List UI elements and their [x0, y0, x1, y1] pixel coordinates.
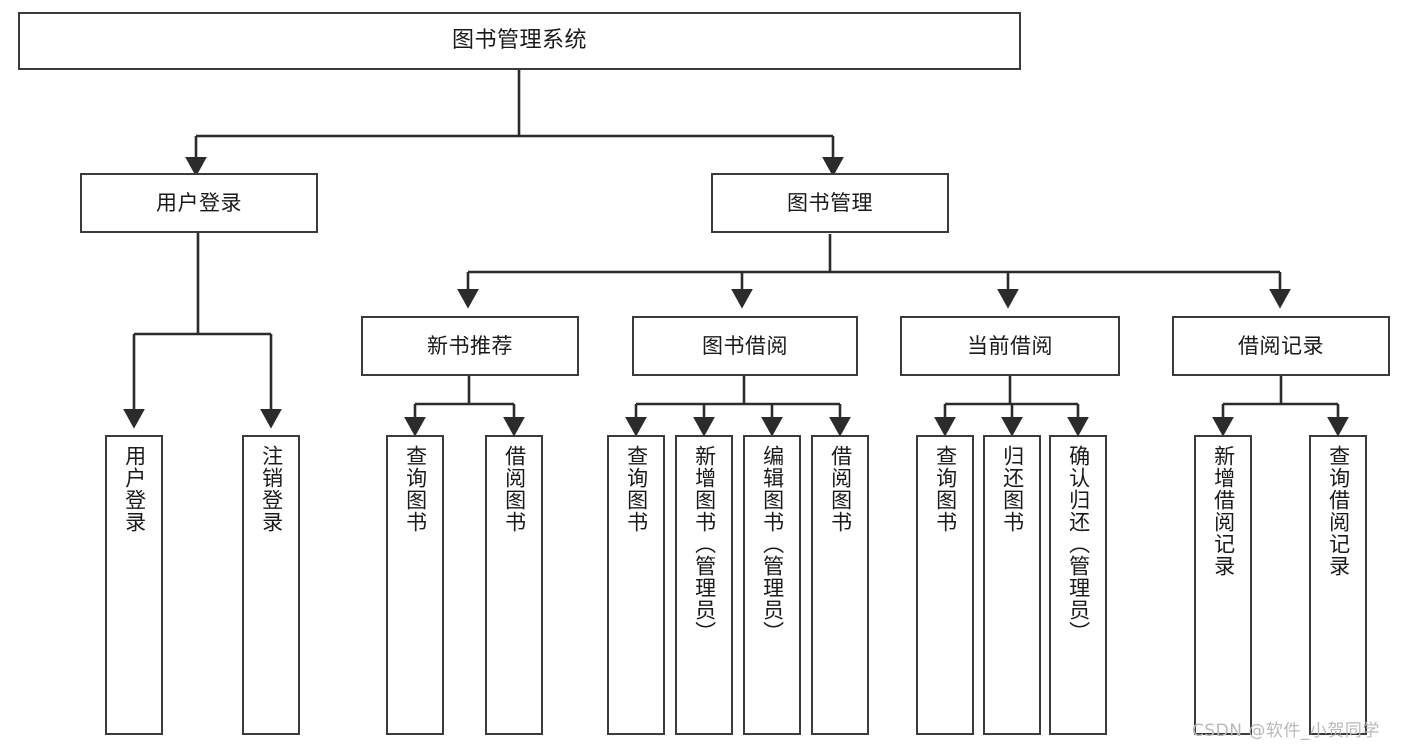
node-leaf-query-book-2-label: 查询图书: [624, 445, 649, 533]
node-new-book-rec-label: 新书推荐: [427, 333, 513, 358]
node-book-manage-label: 图书管理: [787, 190, 873, 215]
node-leaf-add-record[interactable]: 新增借阅记录: [1194, 435, 1252, 735]
node-book-borrow[interactable]: 图书借阅: [632, 316, 858, 376]
node-leaf-edit-book[interactable]: 编辑图书（管理员）: [743, 435, 801, 735]
node-leaf-query-record-label: 查询借阅记录: [1326, 445, 1351, 577]
node-leaf-borrow-book-1[interactable]: 借阅图书: [485, 435, 543, 735]
node-leaf-logout-login[interactable]: 注销登录: [242, 435, 300, 735]
node-leaf-user-login[interactable]: 用户登录: [105, 435, 163, 735]
node-leaf-borrow-book-1-label: 借阅图书: [502, 445, 527, 533]
node-user-login[interactable]: 用户登录: [80, 173, 318, 233]
node-book-manage[interactable]: 图书管理: [711, 173, 949, 233]
watermark: CSDN @软件_小贺同学: [1192, 721, 1380, 741]
node-leaf-query-book-1[interactable]: 查询图书: [386, 435, 444, 735]
node-borrow-record[interactable]: 借阅记录: [1172, 316, 1390, 376]
node-leaf-return-book[interactable]: 归还图书: [983, 435, 1041, 735]
node-leaf-query-book-3-label: 查询图书: [933, 445, 958, 533]
node-leaf-add-book[interactable]: 新增图书（管理员）: [675, 435, 733, 735]
node-leaf-user-login-label: 用户登录: [122, 445, 147, 533]
node-user-login-label: 用户登录: [156, 190, 242, 215]
node-leaf-return-book-label: 归还图书: [1000, 445, 1025, 533]
node-borrow-record-label: 借阅记录: [1238, 333, 1324, 358]
node-current-borrow-label: 当前借阅: [967, 333, 1053, 358]
node-leaf-add-book-label: 新增图书（管理员）: [692, 445, 717, 643]
node-book-borrow-label: 图书借阅: [702, 333, 788, 358]
node-root-label: 图书管理系统: [451, 28, 587, 54]
node-new-book-rec[interactable]: 新书推荐: [361, 316, 579, 376]
node-leaf-query-book-2[interactable]: 查询图书: [607, 435, 665, 735]
node-root[interactable]: 图书管理系统: [18, 12, 1021, 70]
node-leaf-query-book-1-label: 查询图书: [403, 445, 428, 533]
node-leaf-borrow-book-2[interactable]: 借阅图书: [811, 435, 869, 735]
node-leaf-query-record[interactable]: 查询借阅记录: [1309, 435, 1367, 735]
node-leaf-edit-book-label: 编辑图书（管理员）: [760, 445, 785, 643]
node-current-borrow[interactable]: 当前借阅: [900, 316, 1120, 376]
node-leaf-logout-login-label: 注销登录: [259, 445, 284, 533]
node-leaf-confirm-return-label: 确认归还（管理员）: [1066, 445, 1091, 643]
node-leaf-add-record-label: 新增借阅记录: [1211, 445, 1236, 577]
node-leaf-query-book-3[interactable]: 查询图书: [916, 435, 974, 735]
node-leaf-confirm-return[interactable]: 确认归还（管理员）: [1049, 435, 1107, 735]
node-leaf-borrow-book-2-label: 借阅图书: [828, 445, 853, 533]
